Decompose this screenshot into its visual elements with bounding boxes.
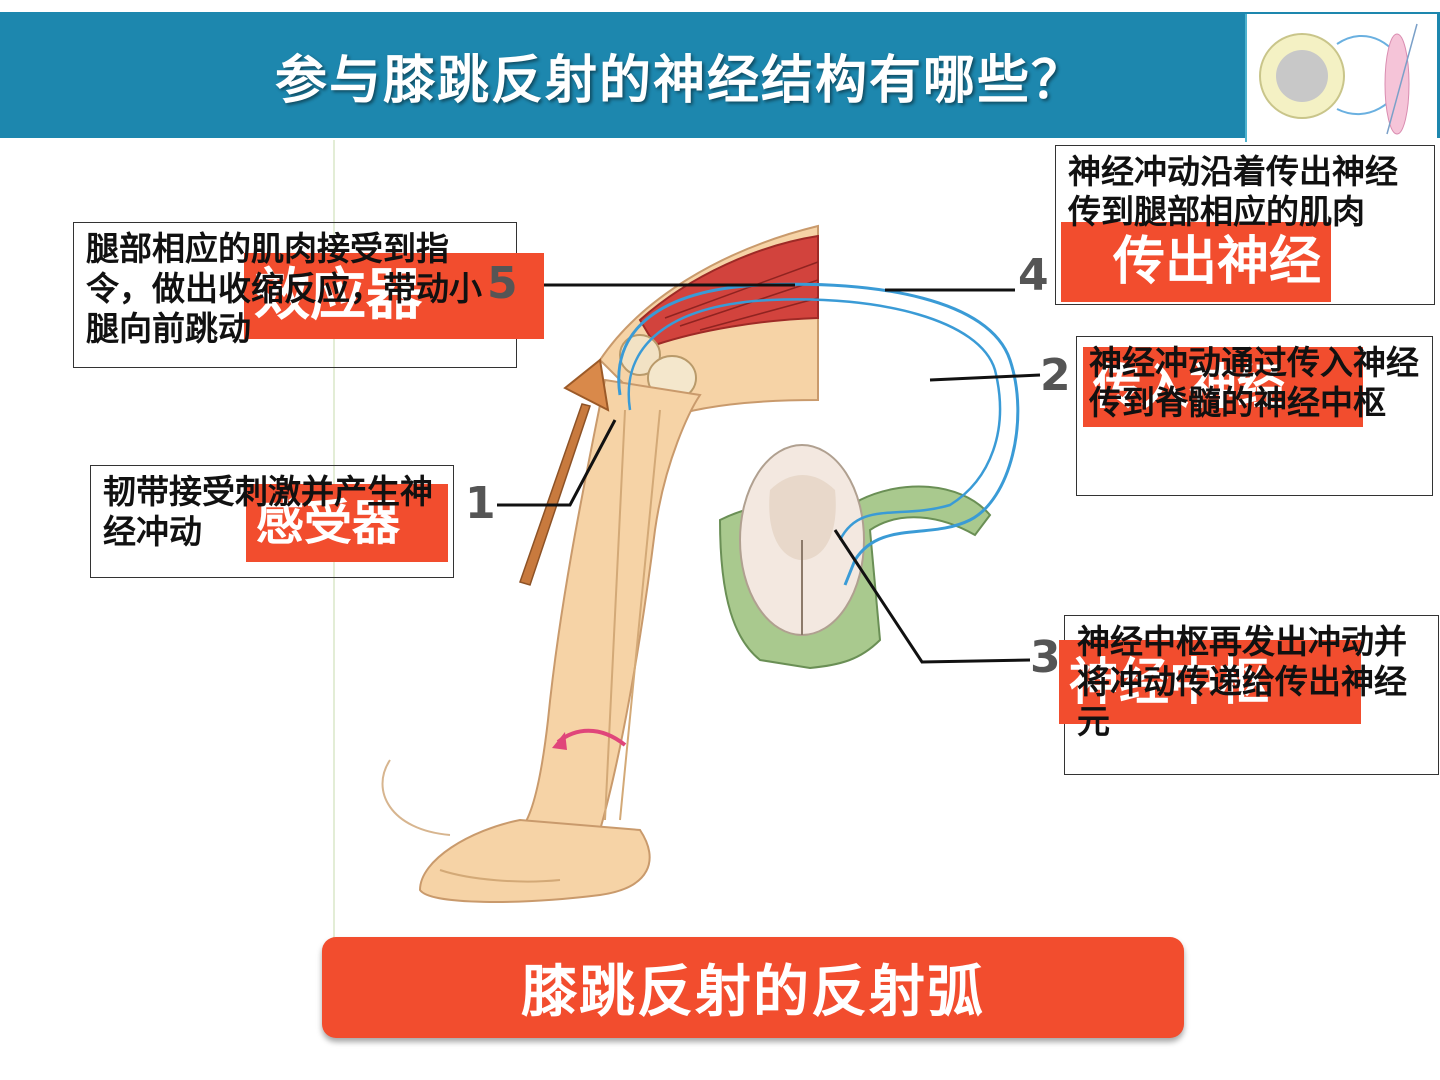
efferent-box: 传出神经 神经冲动沿着传出神经传到腿部相应的肌肉 [1055, 145, 1435, 305]
afferent-tag: 传入神经 [1083, 347, 1363, 427]
center-description: 神经中枢再发出冲动并将冲动传递给传出神经元 [1077, 622, 1407, 741]
label-two: 2 [1040, 350, 1071, 401]
header-bar [0, 12, 1440, 138]
label-one: 1 [465, 478, 496, 529]
afferent-box: 传入神经 神经冲动通过传入神经传到脊髓的神经中枢 [1076, 336, 1433, 496]
effector-tag: 效应器 [244, 253, 544, 339]
effector-box: 效应器 腿部相应的肌肉接受到指令，做出收缩反应，带动小腿向前跳动 [73, 222, 544, 368]
receptor-tag: 感受器 [246, 484, 448, 562]
receptor-box: 感受器 韧带接受刺激并产生神经冲动 [90, 465, 454, 578]
effector-description: 腿部相应的肌肉接受到指令，做出收缩反应，带动小腿向前跳动 [86, 229, 482, 348]
center-box: 神经中枢 神经中枢再发出冲动并将冲动传递给传出神经元 [1059, 615, 1439, 775]
thumbnail-image [1245, 14, 1437, 142]
label-five: 5 [487, 258, 518, 309]
reflex-arc-banner: 膝跳反射的反射弧 [322, 937, 1184, 1038]
page-title: 参与膝跳反射的神经结构有哪些？ [274, 50, 1085, 111]
efferent-tag: 传出神经 [1061, 222, 1331, 302]
afferent-description: 神经冲动通过传入神经传到脊髓的神经中枢 [1089, 343, 1419, 422]
receptor-description: 韧带接受刺激并产生神经冲动 [103, 472, 433, 551]
center-tag: 神经中枢 [1059, 640, 1361, 724]
label-four: 4 [1018, 250, 1049, 301]
efferent-description: 神经冲动沿着传出神经传到腿部相应的肌肉 [1068, 152, 1398, 231]
label-three: 3 [1030, 632, 1061, 683]
